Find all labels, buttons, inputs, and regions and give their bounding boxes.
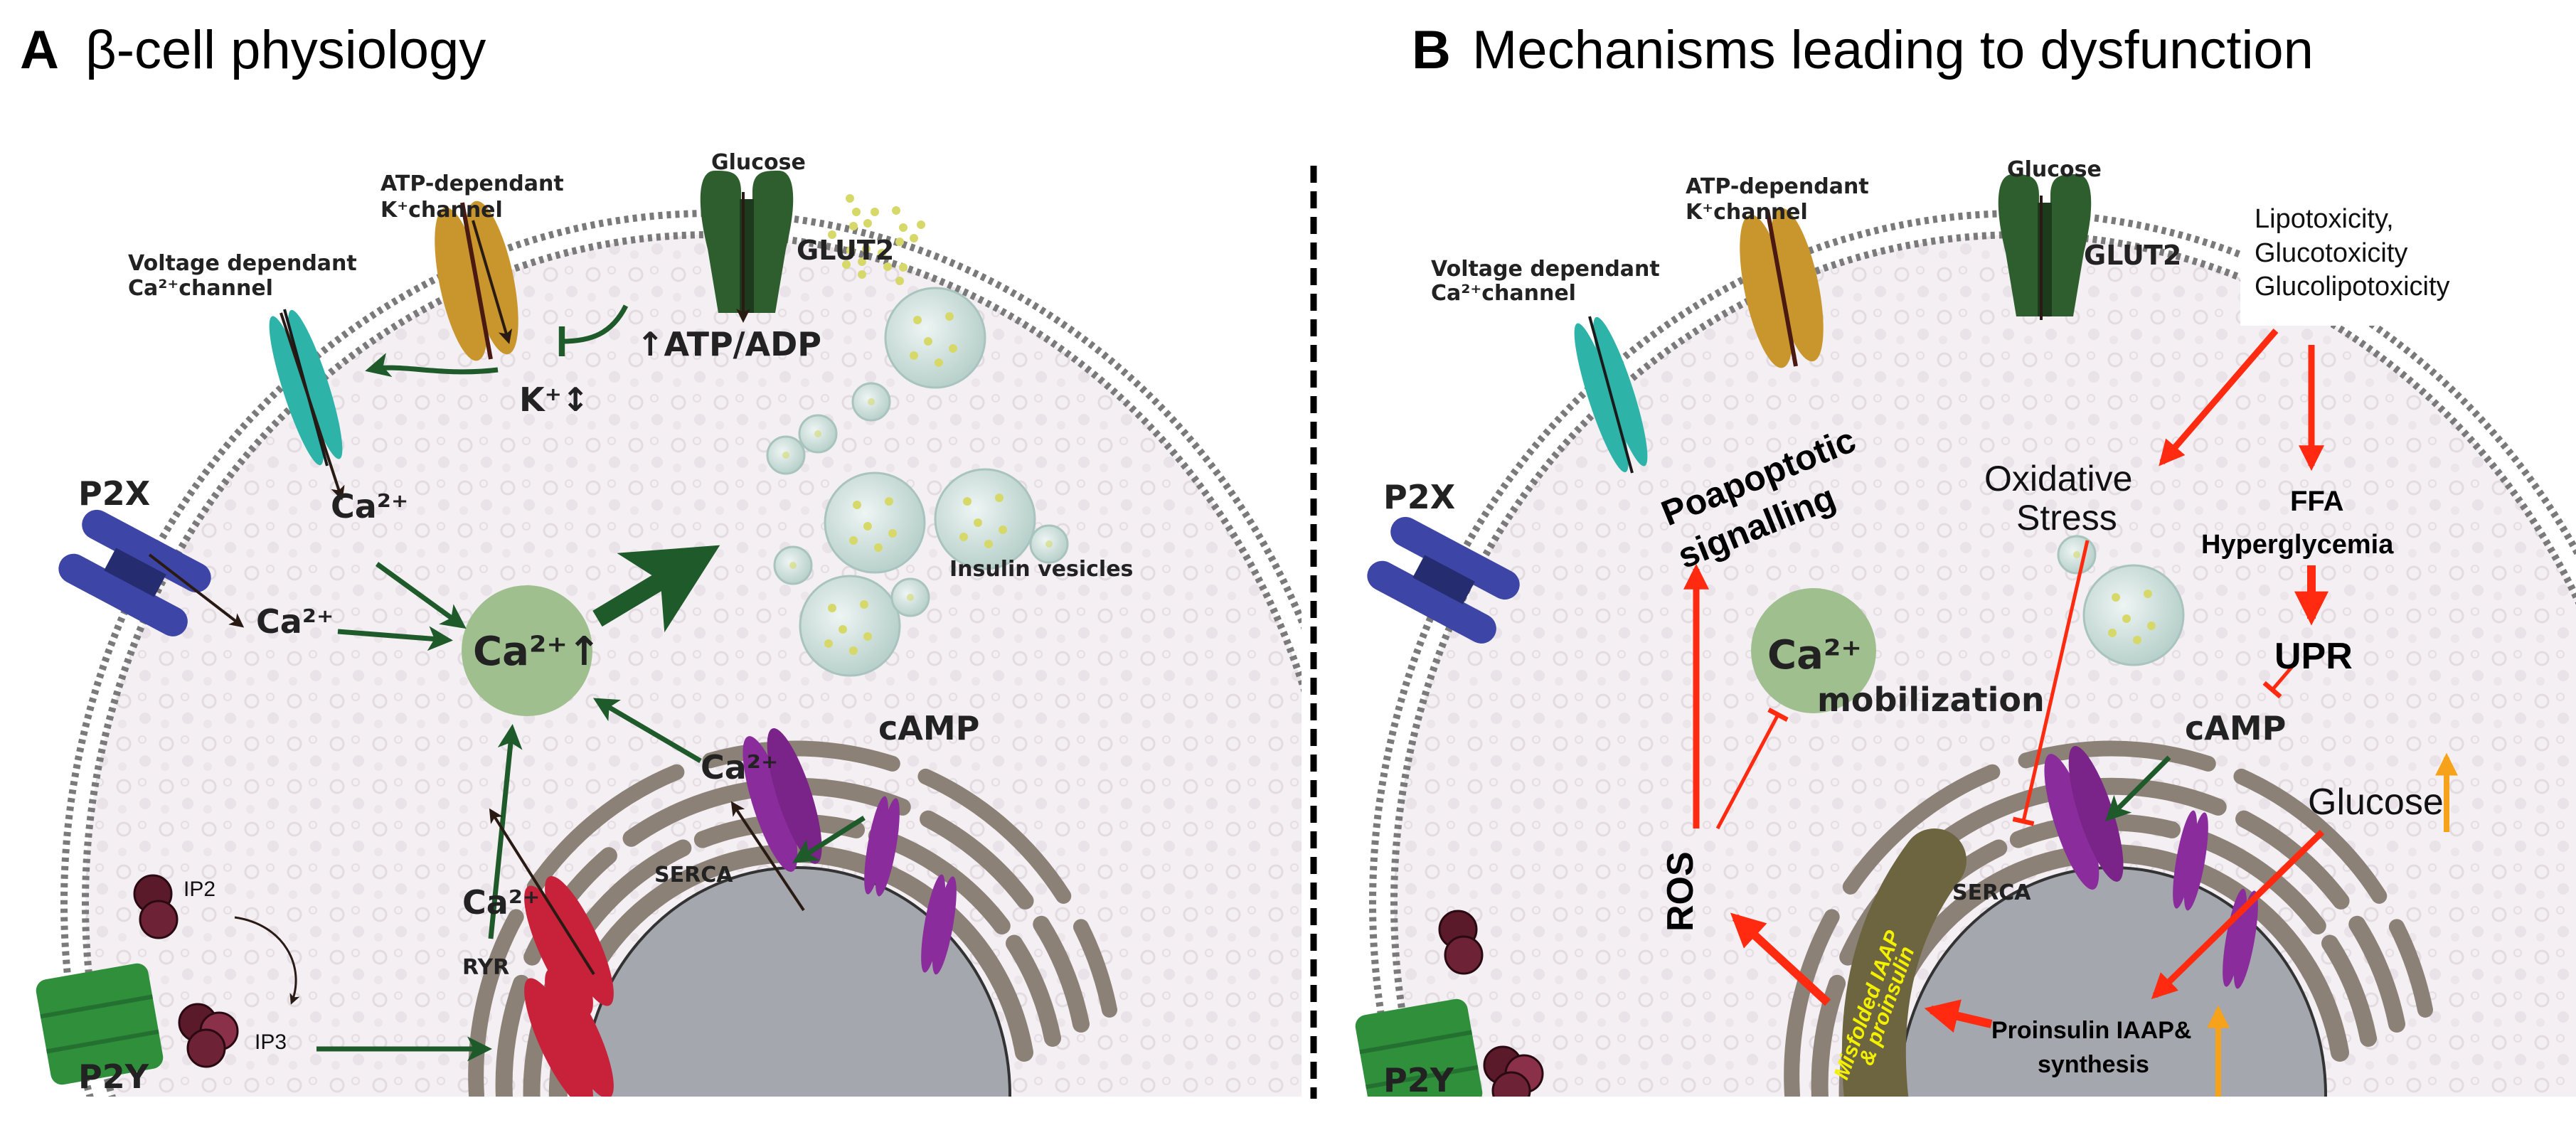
panel-a-letter: A xyxy=(20,20,59,80)
label-hyperglycemia: Hyperglycemia xyxy=(2201,530,2394,560)
insulin-vesicle xyxy=(799,575,901,677)
label-proinsulin-2: synthesis xyxy=(2038,1051,2149,1078)
arrow-toxicity-to-oxidative-stress xyxy=(2159,329,2279,467)
arrow-k-to-voltage-channel xyxy=(365,353,499,378)
label-insulin-vesicles: Insulin vesicles xyxy=(949,557,1133,582)
inhibit-atp-to-k-channel xyxy=(558,304,629,357)
insulin-vesicle xyxy=(2082,564,2185,666)
arrow-ca-influx xyxy=(280,312,345,501)
label-atp-adp: ↑ATP/ADP xyxy=(637,325,821,363)
label-voltage-channel-2: Ca²⁺channel xyxy=(128,276,273,301)
label-glut2: GLUT2 xyxy=(797,235,894,266)
arrow-ca-to-pool xyxy=(375,562,467,629)
label-serca: SERCA xyxy=(654,863,733,888)
label-p2x: P2X xyxy=(78,474,150,513)
insulin-vesicle xyxy=(824,471,926,574)
inhibit-ros-to-ca xyxy=(1715,708,1789,830)
insulin-vesicle-small xyxy=(851,382,891,422)
label-ca-left: Ca²⁺ xyxy=(256,602,334,641)
label-camp: cAMP xyxy=(878,709,979,747)
ca-pool xyxy=(462,585,592,716)
label-atp-channel-2: K⁺channel xyxy=(1686,200,1808,225)
label-camp: cAMP xyxy=(2185,709,2286,747)
label-glucose: Glucose xyxy=(711,150,806,175)
arrow-ryr-ca-to-pool xyxy=(488,724,523,939)
insulin-vesicle xyxy=(934,468,1036,570)
label-glut2: GLUT2 xyxy=(2084,240,2181,271)
label-lipotoxicity: Lipotoxicity, xyxy=(2255,204,2394,234)
arrow-serca-ca-to-pool xyxy=(592,698,702,764)
insulin-vesicle-small xyxy=(798,414,838,454)
label-ca-mobilization: mobilization xyxy=(1817,681,2045,719)
label-ip3: IP3 xyxy=(255,1030,287,1054)
label-voltage-channel-2: Ca²⁺channel xyxy=(1431,281,1576,306)
arrow-ryr-release xyxy=(489,808,595,976)
label-ryr: RYR xyxy=(462,955,509,980)
label-atp-channel-1: ATP-dependant xyxy=(1686,174,1869,199)
insulin-vesicle xyxy=(884,287,986,389)
insulin-vesicle-small xyxy=(766,435,806,475)
label-serca: SERCA xyxy=(1952,880,2031,905)
arrow-ca-left-to-pool xyxy=(337,626,453,651)
arrow-camp-to-serca xyxy=(792,816,866,863)
secreted-insulin-granules xyxy=(828,194,925,285)
arrow-camp-to-serca xyxy=(2105,755,2171,821)
label-ca-top: Ca²⁺ xyxy=(331,487,408,526)
arrow-k-efflux xyxy=(472,220,513,344)
label-proinsulin-1: Proinsulin IAAP& xyxy=(1991,1017,2191,1044)
label-ffa: FFA xyxy=(2290,486,2344,517)
ca-pool xyxy=(1751,588,1876,713)
label-ca-ion: Ca²⁺ xyxy=(1767,632,1862,678)
label-voltage-channel-1: Voltage dependant xyxy=(128,251,357,276)
insulin-vesicle-small xyxy=(2057,535,2097,575)
insulin-vesicle-small xyxy=(773,545,813,585)
label-atp-channel-1: ATP-dependant xyxy=(380,171,564,196)
label-glucotoxicity: Glucotoxicity xyxy=(2255,238,2407,268)
label-voltage-channel-1: Voltage dependant xyxy=(1431,257,1660,282)
arrow-glucose-to-proinsulin xyxy=(2151,829,2325,1000)
panel-b: Glucose ATP-dependant K⁺channel GLUT2 Vo… xyxy=(1353,157,2576,1122)
panel-b-letter: B xyxy=(1412,20,1451,80)
label-ca-pool: Ca²⁺↑ xyxy=(473,629,601,675)
panel-a-title: β-cell physiology xyxy=(85,20,486,80)
arrow-ca-to-vesicles xyxy=(592,545,720,633)
label-p2y: P2Y xyxy=(78,1057,149,1096)
label-k-ion: K⁺↕ xyxy=(519,380,589,419)
p2y-receptor xyxy=(1353,997,1484,1122)
label-atp-channel-2: K⁺channel xyxy=(380,198,503,223)
arrow-ip2-to-ip3 xyxy=(234,916,300,1005)
panel-a: Glucose ATP-dependant K⁺channel GLUT2 Vo… xyxy=(34,150,1358,1097)
arrow-misfolded-to-ros xyxy=(1730,912,1831,1006)
label-glucose-top: Glucose xyxy=(2007,157,2102,182)
label-ca-ryr: Ca²⁺ xyxy=(462,883,540,922)
misfolded-er-region xyxy=(1841,828,1966,1097)
arrow-p2x-ca xyxy=(148,553,245,628)
label-p2x: P2X xyxy=(1383,478,1455,516)
label-p2y: P2Y xyxy=(1383,1061,1454,1099)
label-stress: Stress xyxy=(2016,498,2117,538)
label-oxidative: Oxidative xyxy=(1984,459,2132,499)
panel-b-title: Mechanisms leading to dysfunction xyxy=(1472,20,2314,80)
label-upr: UPR xyxy=(2274,636,2353,677)
label-ros: ROS xyxy=(1660,851,1701,932)
label-ca-serca: Ca²⁺ xyxy=(701,748,778,787)
inhibit-oxidative-to-serca xyxy=(2012,540,2090,826)
arrow-proinsulin-to-misfolded xyxy=(1924,999,1993,1033)
insulin-vesicle-small xyxy=(890,577,930,617)
toxicity-label-background xyxy=(2240,191,2411,326)
label-glucolipotoxicity: Glucolipotoxicity xyxy=(2255,272,2450,302)
inhibit-upr-to-camp xyxy=(2262,663,2295,699)
label-glucose-increase: Glucose xyxy=(2308,782,2444,823)
arrow-serca-release xyxy=(730,801,805,912)
label-ip2: IP2 xyxy=(183,878,215,901)
